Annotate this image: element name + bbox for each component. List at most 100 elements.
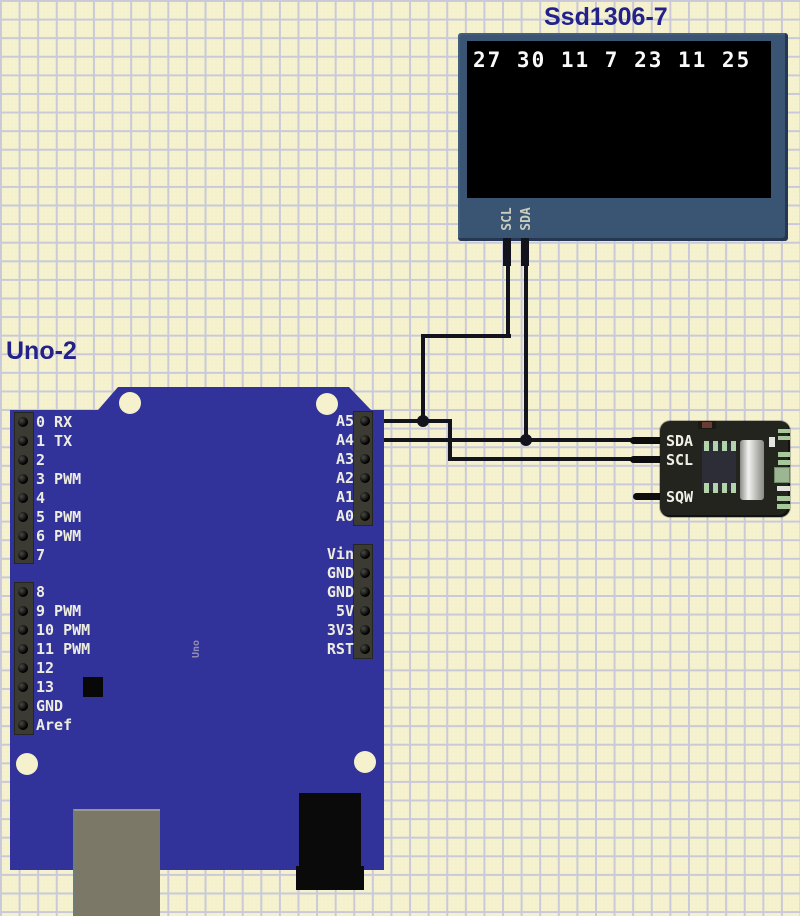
pin-hole[interactable]	[18, 549, 28, 560]
rtc-smd-component	[777, 496, 790, 501]
pin-hole[interactable]	[18, 681, 28, 692]
pin-hole[interactable]	[360, 453, 370, 464]
rtc-scl-pin-stub[interactable]	[630, 456, 662, 463]
pin-label: 2	[36, 450, 46, 469]
pin-hole[interactable]	[18, 719, 28, 730]
arduino-uno-board[interactable]	[10, 387, 384, 870]
mounting-hole	[354, 751, 376, 773]
pin-hole[interactable]	[360, 510, 370, 521]
rtc-smd-component	[778, 452, 790, 457]
mounting-hole	[16, 753, 38, 775]
rtc-pin-label-sda: SDA	[666, 432, 694, 450]
rtc-crystal	[740, 440, 764, 500]
wire-scl-horizontal[interactable]	[421, 334, 511, 338]
pin-label: RST	[326, 639, 354, 658]
pin-label: 5 PWM	[36, 507, 82, 526]
pin-hole[interactable]	[18, 454, 28, 465]
pin-label: 8	[36, 582, 46, 601]
pin-hole[interactable]	[18, 530, 28, 541]
pin-row: 4	[14, 488, 134, 507]
pin-row: A1	[289, 487, 373, 506]
wire-sda-vertical[interactable]	[524, 242, 528, 442]
pin-row: RST	[289, 639, 373, 658]
onboard-component-square	[83, 677, 103, 697]
pin-row: GND	[14, 696, 134, 715]
pin-hole[interactable]	[18, 492, 28, 503]
pin-label: 12	[36, 658, 55, 677]
usb-connector	[73, 809, 160, 916]
pin-row: GND	[289, 582, 373, 601]
pin-row: A2	[289, 468, 373, 487]
pin-hole[interactable]	[360, 586, 370, 597]
pin-row: 7	[14, 545, 134, 564]
pin-label: 5V	[335, 601, 354, 620]
pin-row: GND	[289, 563, 373, 582]
pin-hole[interactable]	[360, 472, 370, 483]
pin-label: 0 RX	[36, 412, 73, 431]
pin-hole[interactable]	[360, 491, 370, 502]
rtc-smd-component	[778, 436, 790, 440]
pin-hole[interactable]	[18, 435, 28, 446]
pin-hole[interactable]	[18, 586, 28, 597]
pin-label: 9 PWM	[36, 601, 82, 620]
pin-label: GND	[36, 696, 64, 715]
pin-hole[interactable]	[360, 415, 370, 426]
pin-label: A1	[335, 487, 354, 506]
power-jack	[299, 793, 361, 869]
pin-hole[interactable]	[18, 605, 28, 616]
rtc-pin-label-scl: SCL	[666, 451, 694, 469]
pin-hole[interactable]	[360, 567, 370, 578]
ic-pad	[713, 483, 718, 493]
board-silkscreen-text: Uno	[191, 639, 202, 659]
rtc-smd-component	[769, 437, 775, 447]
pin-row: Vin	[289, 544, 373, 563]
pin-hole[interactable]	[18, 416, 28, 427]
pin-row: A4	[289, 430, 373, 449]
pin-hole[interactable]	[360, 605, 370, 616]
pin-label: A5	[335, 411, 354, 430]
header-strip-digital-lower	[14, 582, 34, 735]
wire-a5-horizontal[interactable]	[364, 419, 452, 423]
wire-a5-to-rtc-scl[interactable]	[448, 457, 662, 461]
rtc-sqw-pin-stub[interactable]	[633, 493, 665, 500]
pin-row: 10 PWM	[14, 620, 134, 639]
pin-hole[interactable]	[18, 662, 28, 673]
rtc-smd-component	[777, 486, 790, 491]
pin-hole[interactable]	[18, 473, 28, 484]
wire-a4-to-rtc-sda[interactable]	[364, 438, 662, 442]
pin-hole[interactable]	[360, 643, 370, 654]
ic-pad	[704, 483, 709, 493]
pin-label: 3 PWM	[36, 469, 82, 488]
pin-hole[interactable]	[18, 624, 28, 635]
rtc-smd-component	[778, 429, 790, 433]
pin-row: 2	[14, 450, 134, 469]
pin-label: Aref	[36, 715, 73, 734]
pin-label: A0	[335, 506, 354, 525]
pin-label: 13	[36, 677, 55, 696]
pin-label: 11 PWM	[36, 639, 91, 658]
pin-hole[interactable]	[360, 624, 370, 635]
pin-label: A3	[335, 449, 354, 468]
pin-label: Vin	[326, 544, 354, 563]
digital-pins-upper: 0 RX 1 TX 2 3 PWM 4	[14, 412, 134, 564]
pin-hole[interactable]	[18, 643, 28, 654]
pin-label: GND	[326, 582, 354, 601]
rtc-sda-pin-stub[interactable]	[630, 437, 662, 444]
wire-junction-sda[interactable]	[520, 434, 532, 446]
oled-display[interactable]: 27 30 11 7 23 11 25 SCL SDA	[458, 33, 788, 241]
wire-junction-scl[interactable]	[417, 415, 429, 427]
pin-label: 4	[36, 488, 46, 507]
pin-row: 13	[14, 677, 134, 696]
pin-hole[interactable]	[360, 548, 370, 559]
oled-reference-label: Ssd1306-7	[544, 3, 668, 31]
pin-hole[interactable]	[18, 511, 28, 522]
pin-hole[interactable]	[360, 434, 370, 445]
pin-label: 7	[36, 545, 46, 564]
pin-row: 9 PWM	[14, 601, 134, 620]
wire-scl-vertical[interactable]	[506, 242, 510, 338]
pin-label: 10 PWM	[36, 620, 91, 639]
mounting-hole	[119, 392, 141, 414]
wire-scl-drop[interactable]	[421, 334, 425, 424]
pin-hole[interactable]	[18, 700, 28, 711]
